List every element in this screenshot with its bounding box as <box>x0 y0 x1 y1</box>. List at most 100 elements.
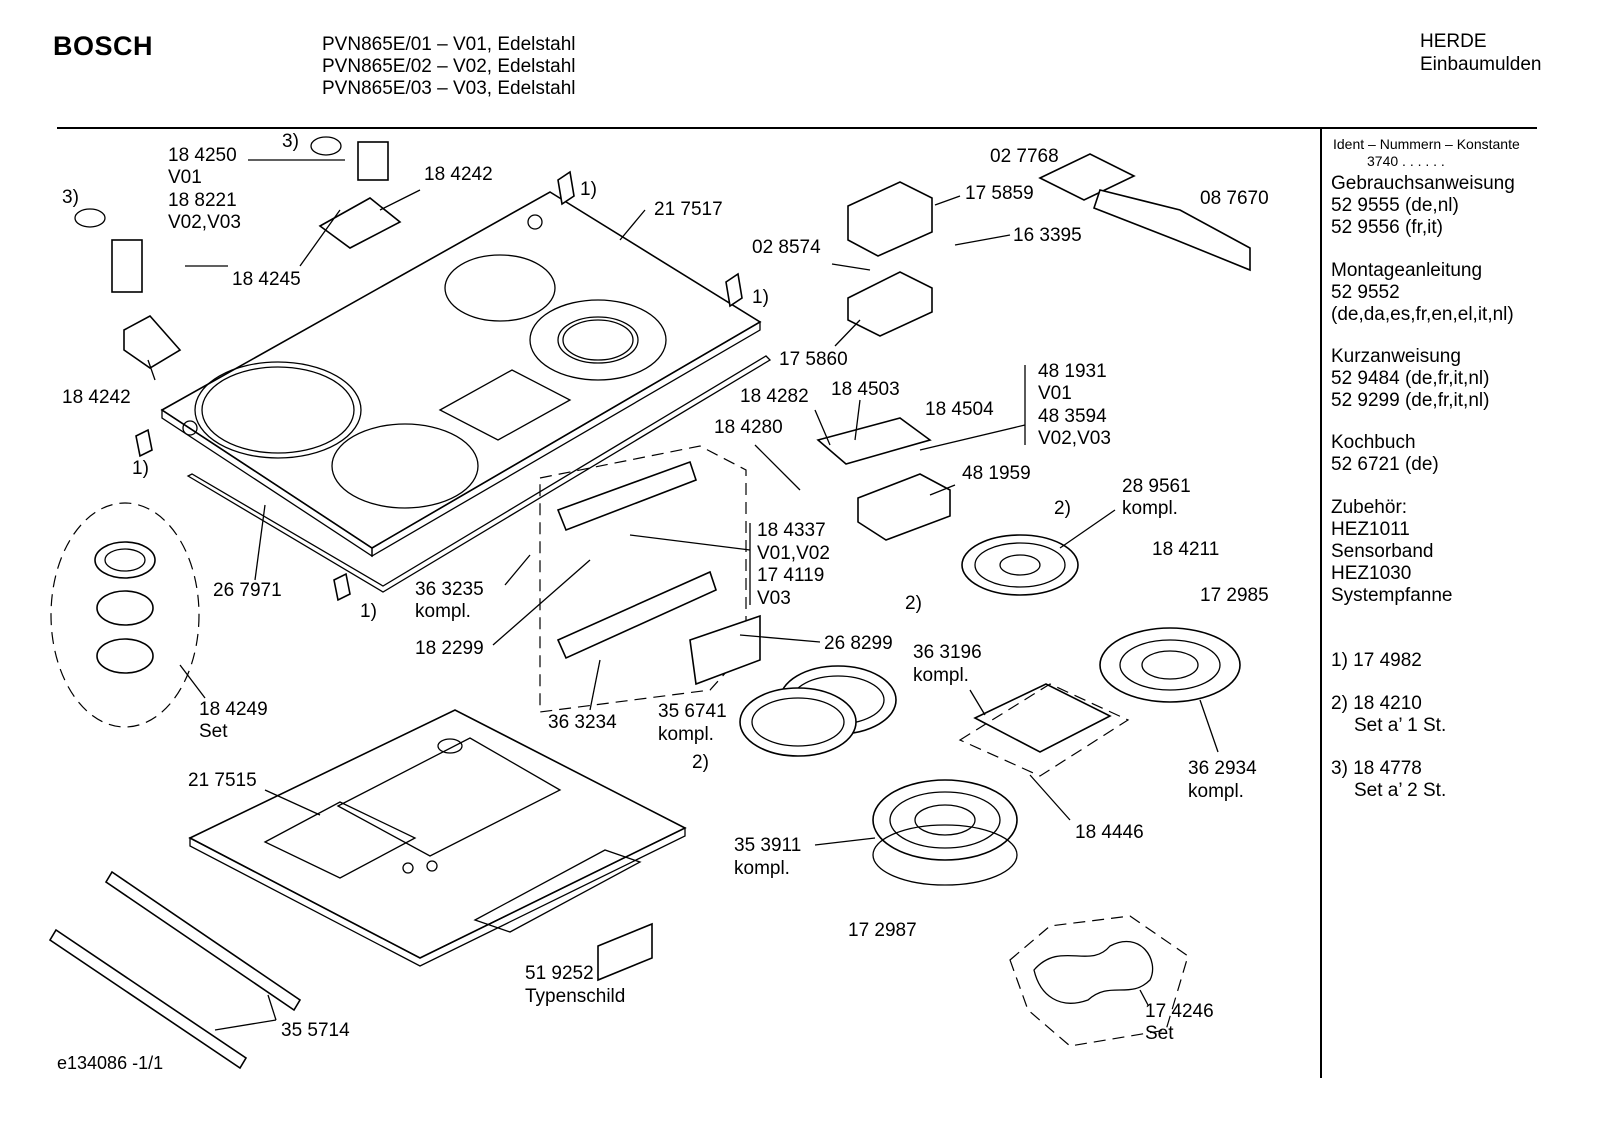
document-code: e134086 -1/1 <box>57 1053 164 1073</box>
part-label: 3) <box>282 131 299 152</box>
mounting-bracket-1 <box>104 870 302 1012</box>
part-label: kompl. <box>658 724 714 745</box>
holder-2 <box>318 197 402 249</box>
part-label: 17 4246 <box>1145 1001 1214 1022</box>
part-label: V01 <box>168 167 202 188</box>
fuse-holder <box>1038 153 1136 201</box>
part-label: 1) <box>752 287 769 308</box>
part-label: 48 1959 <box>962 463 1031 484</box>
part-label: 18 2299 <box>415 638 484 659</box>
part-label: 36 3234 <box>548 712 617 733</box>
part-label: kompl. <box>734 858 790 879</box>
part-label: V03 <box>757 588 791 609</box>
control-housing <box>556 570 717 660</box>
part-label: 18 4280 <box>714 417 783 438</box>
relay-box-lower <box>847 271 933 337</box>
part-label: 18 4245 <box>232 269 301 290</box>
part-label: 1) <box>132 458 149 479</box>
ident-constant: 3740 . . . . . . <box>1367 153 1445 169</box>
part-label: 08 7670 <box>1200 188 1269 209</box>
part-label: 18 4242 <box>424 164 493 185</box>
heater-353911 <box>872 779 1018 861</box>
part-label: Set <box>1145 1023 1174 1044</box>
part-label: 51 9252 <box>525 963 594 984</box>
part-label: 35 3911 <box>734 835 802 856</box>
section-title-kurzanweisung: Kurzanweisung <box>1331 346 1461 367</box>
mounting-bracket-2 <box>48 928 248 1070</box>
section-title-kochbuch: Kochbuch <box>1331 432 1416 453</box>
part-label: 17 4119 <box>757 565 825 586</box>
relay-box <box>847 181 933 257</box>
clip-2 <box>725 272 743 308</box>
part-label: 17 5860 <box>779 349 848 370</box>
ceramic-top-plate <box>160 191 762 558</box>
section-line: 52 9555 (de,nl) <box>1331 195 1459 216</box>
part-label: 17 2985 <box>1200 585 1269 606</box>
section-line: HEZ1030 <box>1331 563 1412 584</box>
part-label: 02 7768 <box>990 146 1059 167</box>
brand-logo: BOSCH <box>53 31 154 61</box>
part-label: 18 4503 <box>831 379 900 400</box>
model-line-2: PVN865E/02 – V02, Edelstahl <box>322 56 576 77</box>
part-label: V01 <box>1038 383 1072 404</box>
footnote-3: 3) 18 4778 <box>1331 758 1422 779</box>
section-line: Systempfanne <box>1331 585 1453 606</box>
section-line: 52 9556 (fr,it) <box>1331 217 1443 238</box>
footnote-2-detail: Set a’ 1 St. <box>1354 715 1447 736</box>
part-label: V02,V03 <box>168 212 241 233</box>
part-label: kompl. <box>913 665 969 686</box>
leader-lines <box>147 159 1219 1031</box>
part-label: 2) <box>692 752 709 773</box>
heating-plate-363196 <box>973 683 1112 753</box>
control-panel <box>556 460 698 532</box>
part-label: 2) <box>1054 498 1071 519</box>
part-label: 26 7971 <box>213 580 282 601</box>
footnote-1: 1) 17 4982 <box>1331 650 1422 671</box>
part-label: 18 4211 <box>1152 539 1220 560</box>
sensor-wire <box>1033 940 1154 1004</box>
part-label: 18 8221 <box>168 190 237 211</box>
temperature-limiter-1 <box>111 239 143 293</box>
heater-289561 <box>961 534 1079 596</box>
part-label: Typenschild <box>525 986 626 1007</box>
footnote-3-detail: Set a’ 2 St. <box>1354 780 1447 801</box>
sensor-set-frame <box>1009 915 1189 1047</box>
section-line: HEZ1011 <box>1331 519 1410 540</box>
part-label: 18 4504 <box>925 399 994 420</box>
part-label: 28 9561 <box>1122 476 1191 497</box>
clip-4 <box>333 572 351 602</box>
bottom-housing <box>188 709 687 967</box>
heater-356741-b <box>739 687 857 757</box>
part-label: 48 3594 <box>1038 406 1107 427</box>
part-label: kompl. <box>1122 498 1178 519</box>
part-label: 02 8574 <box>752 237 821 258</box>
section-title-zubehoer: Zubehör: <box>1331 497 1408 518</box>
part-label: 18 4337 <box>757 520 826 541</box>
part-label: 18 4282 <box>740 386 809 407</box>
subcategory-title: Einbaumulden <box>1420 54 1542 75</box>
part-label: V02,V03 <box>1038 428 1111 449</box>
clip-1 <box>557 170 575 206</box>
power-board <box>816 417 932 465</box>
section-line: 52 9484 (de,fr,it,nl) <box>1331 368 1490 389</box>
seal-frame <box>186 355 772 593</box>
part-label: 35 5714 <box>281 1020 350 1041</box>
part-label: 18 4242 <box>62 387 131 408</box>
sidebar-divider <box>1320 128 1322 1078</box>
part-label: Set <box>199 721 228 742</box>
part-label: 17 2987 <box>848 920 917 941</box>
part-label: kompl. <box>415 601 471 622</box>
part-label: 2) <box>905 593 922 614</box>
heater-362934 <box>1099 627 1241 703</box>
type-plate <box>597 922 653 982</box>
part-label: 18 4446 <box>1075 822 1144 843</box>
section-title-gebrauchsanweisung: Gebrauchsanweisung <box>1331 173 1515 194</box>
part-label: 1) <box>360 601 377 622</box>
holder-1 <box>123 314 182 369</box>
part-label: 16 3395 <box>1013 225 1082 246</box>
board-cover <box>857 473 951 541</box>
part-label: 36 2934 <box>1188 758 1257 779</box>
header-divider <box>57 127 1537 129</box>
control-module-frame <box>539 445 747 713</box>
